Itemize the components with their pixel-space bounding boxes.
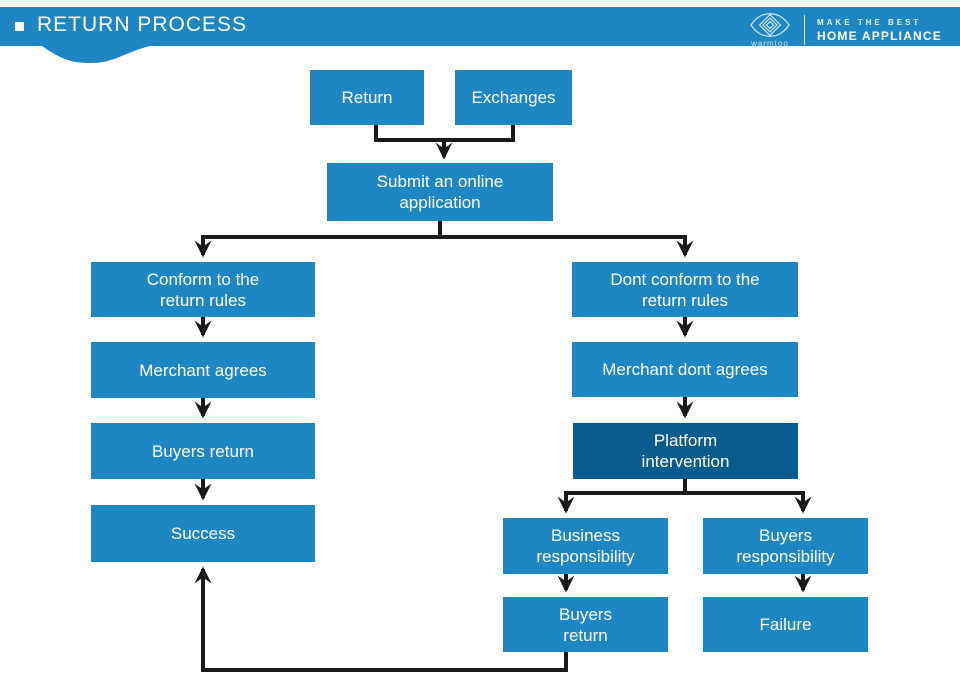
flow-node-success: Success xyxy=(91,505,315,562)
flow-node-buyers-return: Buyers return xyxy=(91,423,315,479)
flow-node-platform-intervention: Platform intervention xyxy=(573,423,798,479)
header-wave-shape xyxy=(0,46,150,63)
logo-tagline: MAKE THE BEST HOME APPLIANCE xyxy=(817,18,942,43)
flow-node-exchanges: Exchanges xyxy=(455,70,572,125)
logo-mark: warmtoo xyxy=(748,12,792,48)
flow-node-failure: Failure xyxy=(703,597,868,652)
flow-node-dont-conform-rules: Dont conform to the return rules xyxy=(572,262,798,317)
flow-node-merchant-dont-agrees: Merchant dont agrees xyxy=(572,342,798,397)
title-bullet-icon xyxy=(15,22,24,31)
tagline-line2: HOME APPLIANCE xyxy=(816,28,942,43)
flow-node-business-responsibility: Business responsibility xyxy=(503,518,668,574)
page-title: RETURN PROCESS xyxy=(37,13,248,36)
logo-divider xyxy=(803,15,805,45)
tagline-line1: MAKE THE BEST xyxy=(816,17,922,27)
flow-node-return: Return xyxy=(310,70,424,125)
logo-brand-text: warmtoo xyxy=(751,39,789,48)
flow-node-buyers-responsibility: Buyers responsibility xyxy=(703,518,868,574)
flow-node-submit-application: Submit an online application xyxy=(327,163,553,221)
logo: warmtoo MAKE THE BEST HOME APPLIANCE xyxy=(748,7,942,53)
warmtoo-diamond-icon xyxy=(750,13,790,37)
flow-node-buyers-return-2: Buyers return xyxy=(503,597,668,652)
header-bar: RETURN PROCESS warmtoo MAKE THE BEST HOM… xyxy=(0,7,960,48)
flow-node-merchant-agrees: Merchant agrees xyxy=(91,342,315,398)
flow-node-conform-rules: Conform to the return rules xyxy=(91,262,315,317)
